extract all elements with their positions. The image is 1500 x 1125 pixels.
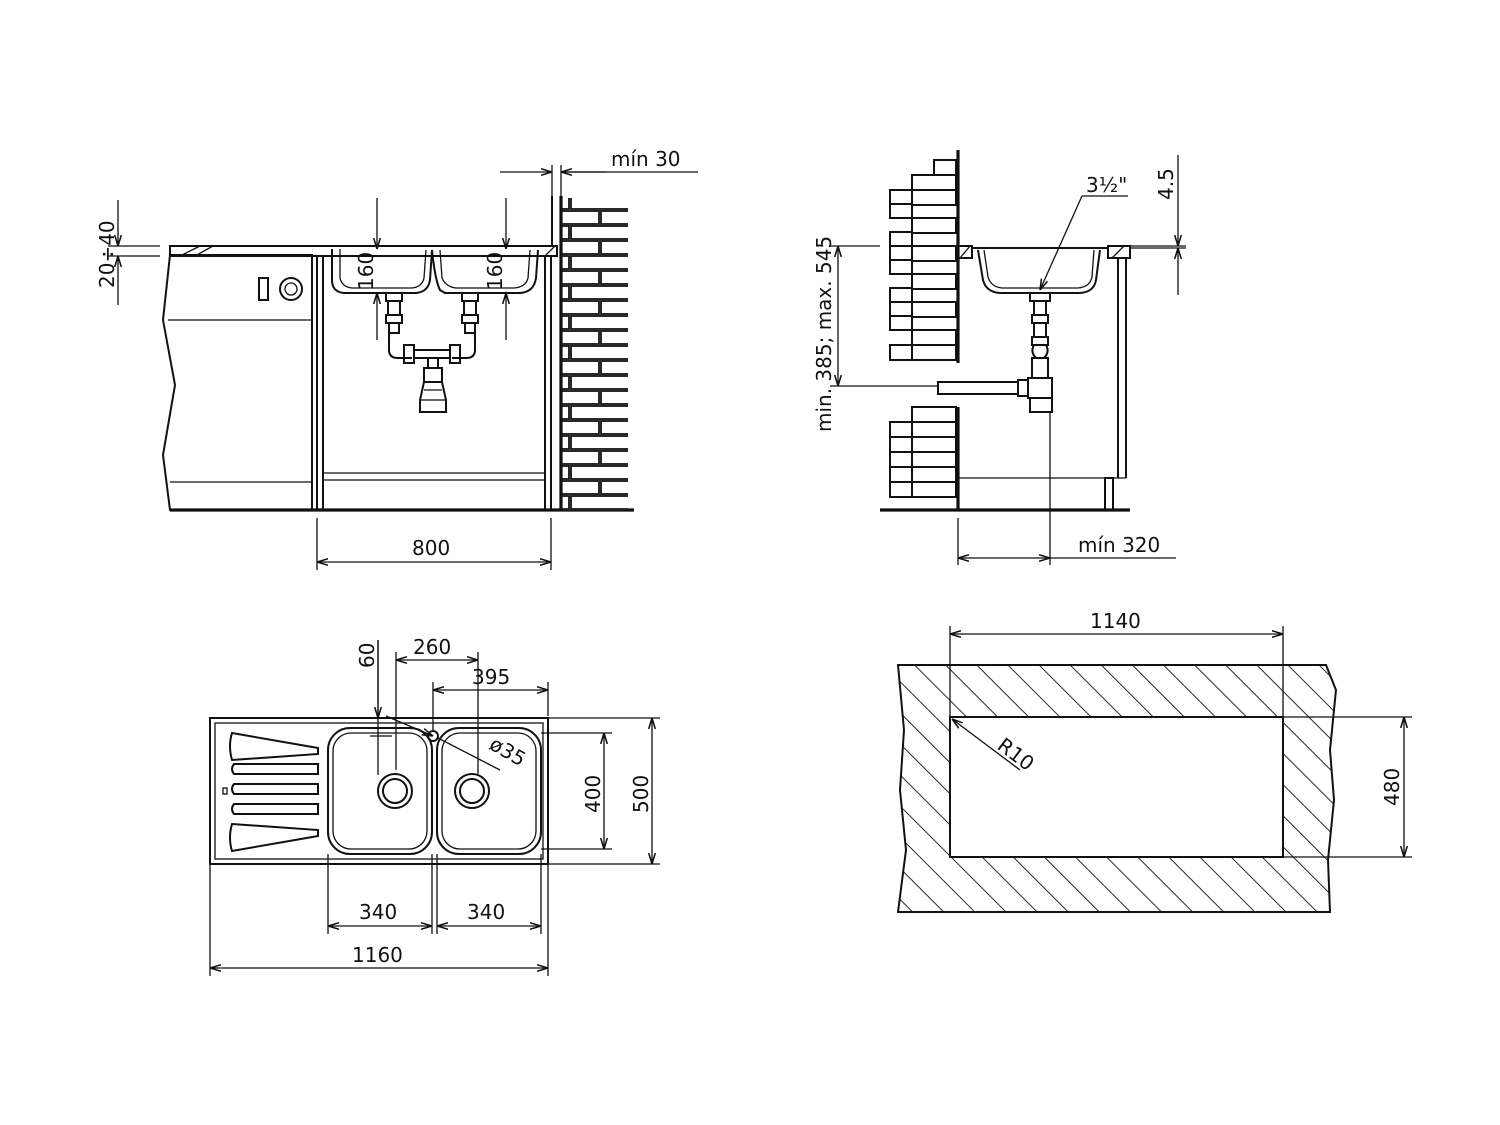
profile-brick-wall-upper	[889, 159, 957, 361]
appliance-switch	[258, 277, 269, 301]
dim-waste-height: min. 385; max. 545	[812, 236, 836, 432]
dim-bowl-depth: 400	[581, 775, 605, 813]
dim-bowls-span: 395	[472, 665, 510, 689]
cabinet-right-panel	[544, 255, 552, 511]
profile-view: min. 385; max. 545 4.5 3½" mín 320	[812, 150, 1186, 565]
dim-tap-offset: 60	[355, 643, 379, 668]
appliance-knob-inner	[284, 282, 298, 296]
dim-min-distance: mín 320	[1078, 533, 1160, 557]
bowl-right	[436, 727, 542, 855]
drainer-board	[222, 731, 319, 853]
brick-wall	[561, 198, 628, 510]
side-view: mín 30 20÷40 160 160 800	[95, 147, 698, 570]
dim-cutout-width: 1140	[1090, 609, 1141, 633]
dim-tap-spacing: 260	[413, 635, 451, 659]
dim-bowl-width-left: 340	[359, 900, 397, 924]
dim-bowl-width-right: 340	[467, 900, 505, 924]
worktop	[169, 245, 558, 257]
dim-rim-height: 4.5	[1154, 168, 1178, 200]
profile-brick-wall-lower	[889, 406, 957, 498]
profile-worktop-right	[1107, 245, 1131, 259]
top-view: 60 260 395 ø35 400 500 340 340 1160	[209, 635, 660, 976]
drain-left	[377, 773, 413, 809]
dim-bowl-depth-left: 160	[354, 252, 378, 290]
appliance-knob-outer	[279, 277, 303, 301]
dim-overall-width: 1160	[352, 943, 403, 967]
dim-bowl-depth-right: 160	[483, 252, 507, 290]
dim-cutout-height: 480	[1380, 768, 1404, 806]
bowl-left	[327, 727, 433, 855]
dim-drain-size: 3½"	[1086, 173, 1127, 197]
dim-cabinet-width: 800	[412, 536, 450, 560]
double-trap	[385, 292, 479, 413]
appliance-body	[161, 254, 313, 511]
sink-outline	[209, 717, 549, 865]
profile-worktop-left	[957, 245, 973, 259]
profile-trap	[937, 292, 1053, 413]
dim-thickness-range: 20÷40	[95, 220, 119, 288]
drain-right	[454, 773, 490, 809]
dim-min-clearance: mín 30	[611, 147, 681, 171]
dim-overall-depth: 500	[629, 775, 653, 813]
cabinet-left-panel	[316, 255, 324, 511]
dim-tap-hole: ø35	[486, 732, 531, 772]
cutout-view: 1140 480 R10	[896, 609, 1412, 913]
sink-bowls-profile	[331, 249, 539, 294]
